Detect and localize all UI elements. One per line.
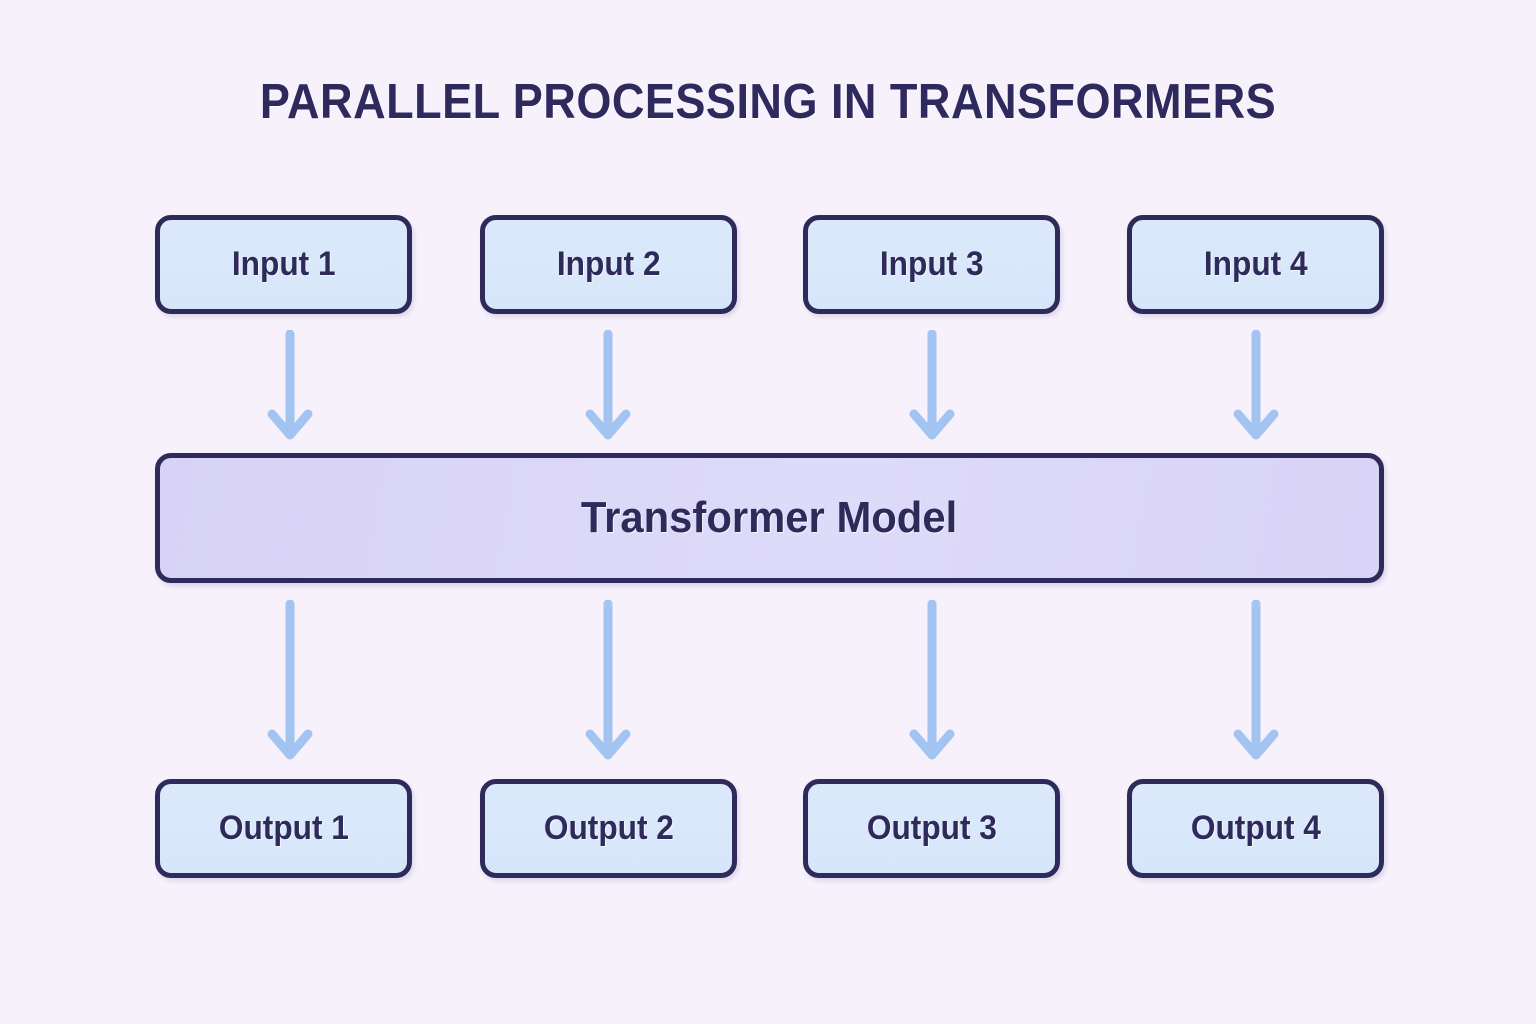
node-input-3[interactable]: Input 3 [803,215,1060,314]
node-output-4-label: Output 4 [1190,809,1321,847]
node-input-2[interactable]: Input 2 [480,215,737,314]
node-output-3[interactable]: Output 3 [803,779,1060,878]
node-input-4-label: Input 4 [1203,245,1308,283]
arrow-input-2-to-model [585,330,631,440]
node-input-4[interactable]: Input 4 [1127,215,1384,314]
node-output-3-label: Output 3 [866,809,997,847]
node-output-2-label: Output 2 [543,809,674,847]
node-output-1[interactable]: Output 1 [155,779,412,878]
node-transformer-model[interactable]: Transformer Model [155,453,1384,583]
arrow-input-3-to-model [909,330,955,440]
node-output-4[interactable]: Output 4 [1127,779,1384,878]
page-title: PARALLEL PROCESSING IN TRANSFORMERS [259,75,1277,129]
node-output-2[interactable]: Output 2 [480,779,737,878]
arrow-model-to-output-4 [1233,600,1279,760]
node-output-1-label: Output 1 [218,809,349,847]
arrow-input-4-to-model [1233,330,1279,440]
arrow-input-1-to-model [267,330,313,440]
arrow-model-to-output-2 [585,600,631,760]
arrow-model-to-output-1 [267,600,313,760]
node-input-2-label: Input 2 [556,245,661,283]
arrow-model-to-output-3 [909,600,955,760]
node-input-3-label: Input 3 [879,245,984,283]
node-input-1-label: Input 1 [231,245,336,283]
node-input-1[interactable]: Input 1 [155,215,412,314]
node-transformer-model-label: Transformer Model [581,493,958,542]
